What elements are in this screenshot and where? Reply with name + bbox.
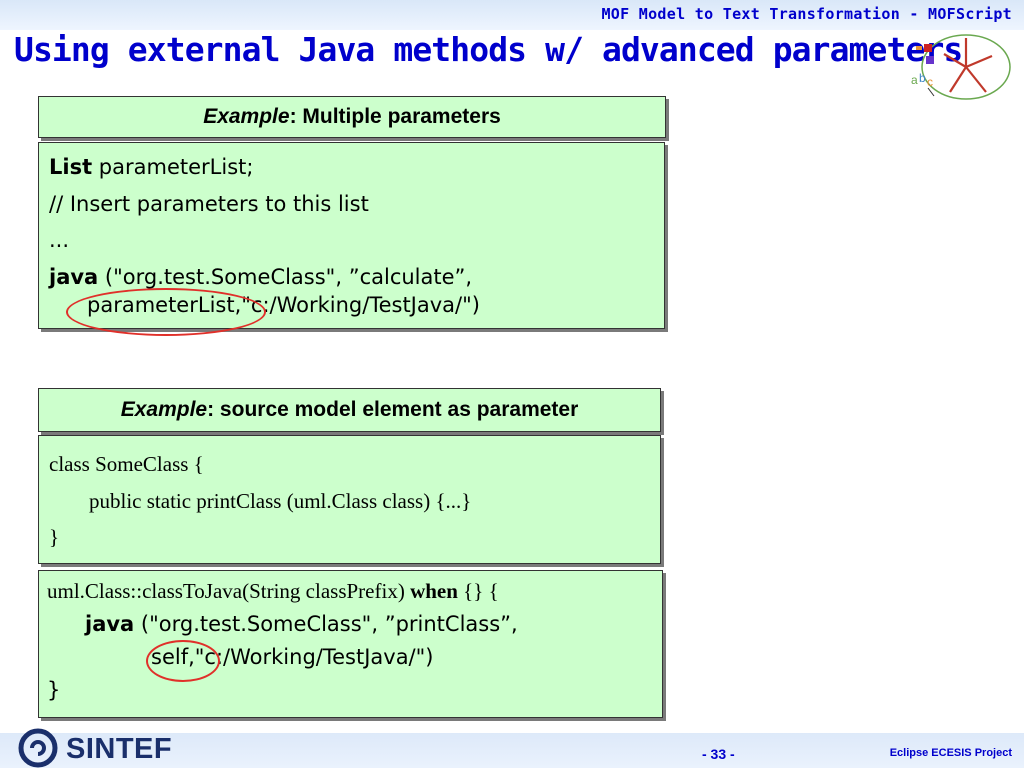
code-line-1: List parameterList; [49, 149, 664, 186]
rule-signature-end: {} { [457, 579, 499, 603]
rule-line-1: uml.Class::classToJava(String classPrefi… [47, 575, 662, 608]
code-text: parameterList; [92, 155, 254, 179]
project-name: Eclipse ECESIS Project [889, 747, 1012, 759]
rule-line-3: self,"c:/Working/TestJava/") [151, 645, 434, 669]
code-keyword: java [49, 264, 99, 289]
code-text: // Insert parameters to this list [49, 191, 369, 216]
rule-keyword-when: when [410, 579, 458, 603]
slide-title: Using external Java methods w/ advanced … [14, 30, 963, 69]
page-number: - 33 - [702, 746, 735, 762]
highlight-circle-self [146, 640, 220, 682]
logo-ellipse [921, 34, 1011, 100]
example2-label-italic: Example [120, 398, 208, 421]
sintef-logo-icon [18, 728, 58, 768]
example3-code-box: uml.Class::classToJava(String classPrefi… [38, 570, 663, 718]
code-text: ("org.test.SomeClass", ”printClass”, [134, 612, 518, 636]
rule-line-4: } [47, 678, 61, 702]
logo-arrow [927, 87, 935, 97]
rule-line-2: java ("org.test.SomeClass", ”printClass”… [47, 608, 662, 641]
java-class-line-2: public static printClass (uml.Class clas… [89, 488, 472, 513]
sintef-wordmark: SINTEF [66, 733, 173, 765]
footer-band [0, 733, 1024, 768]
logo-letter-b: b [919, 71, 926, 85]
code-text: ("org.test.SomeClass", ”calculate”, [98, 264, 473, 289]
example2-header: Example: source model element as paramet… [38, 388, 661, 432]
java-class-line-3: } [49, 525, 60, 549]
java-class-line-1: class SomeClass { [49, 452, 204, 476]
example1-label-italic: Example [203, 105, 290, 128]
example2-code-box: class SomeClass { public static printCla… [38, 435, 661, 564]
logo-letter-c: c [927, 75, 933, 89]
logo-letter-a: a [911, 73, 918, 87]
example2-label-rest: : source model element as parameter [207, 398, 579, 421]
example1-label-rest: : Multiple parameters [289, 105, 501, 128]
logo-star [943, 38, 993, 93]
logo-red-square [924, 44, 932, 52]
header-band [0, 0, 1024, 30]
code-keyword: List [49, 155, 93, 179]
logo-purple-square [926, 56, 934, 64]
code-text: ... [49, 228, 70, 252]
code-line-3: ... [49, 222, 664, 259]
deck-title: MOF Model to Text Transformation - MOFSc… [601, 5, 1012, 23]
rule-signature: uml.Class::classToJava(String classPrefi… [47, 579, 411, 603]
abc-star-logo-icon: a b c [911, 34, 1011, 100]
code-keyword: java [85, 612, 135, 636]
code-line-4: java ("org.test.SomeClass", ”calculate”, [49, 259, 664, 296]
highlight-circle-parameterlist [66, 288, 266, 336]
code-line-2: // Insert parameters to this list [49, 186, 664, 223]
example1-header: Example: Multiple parameters [38, 96, 666, 138]
